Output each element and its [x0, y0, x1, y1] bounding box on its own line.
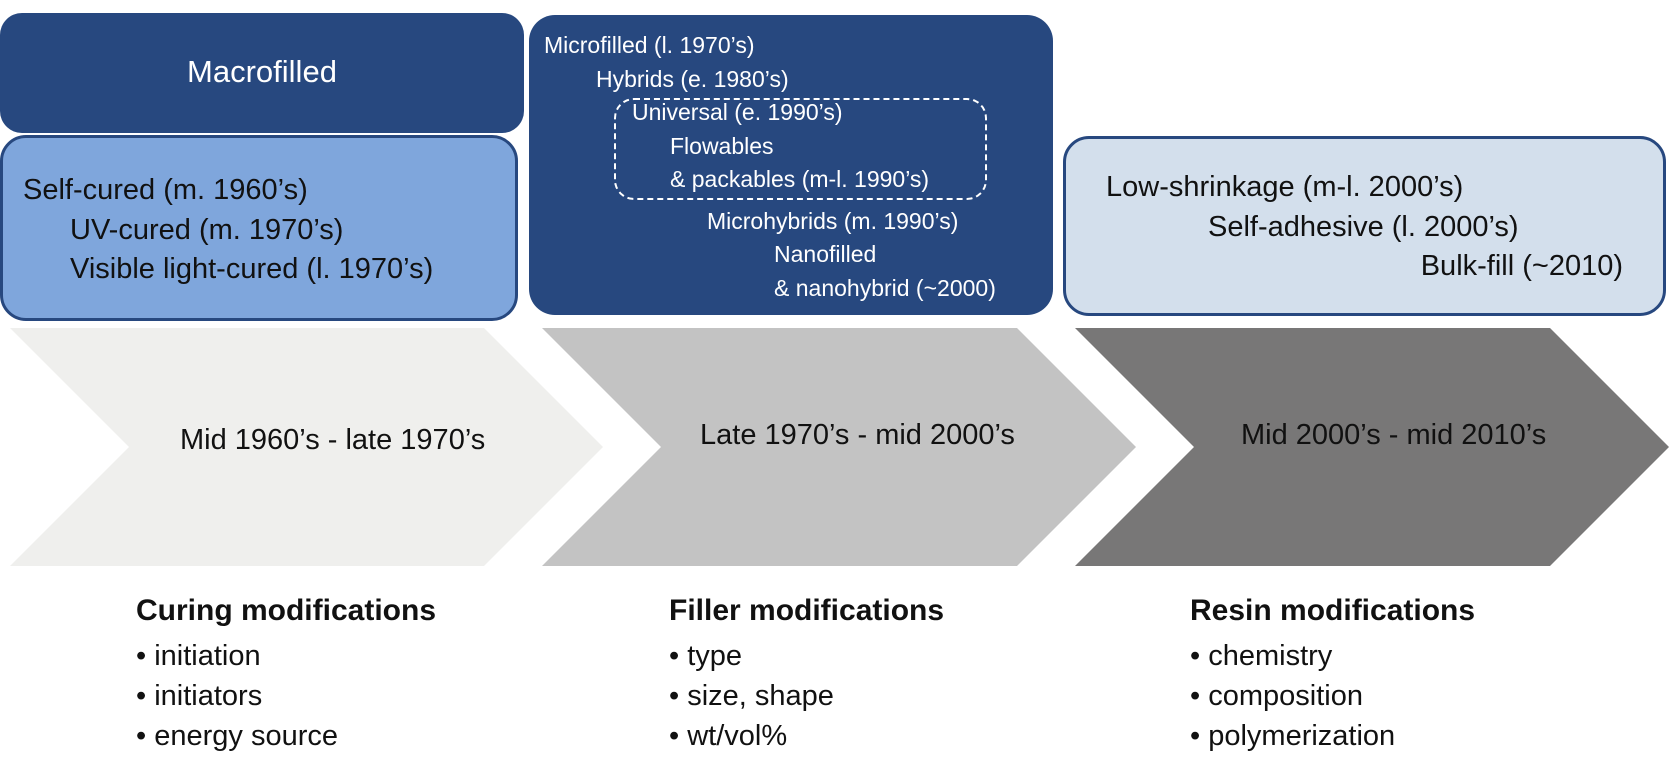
resin-item-self-adhesive: Self-adhesive (l. 2000’s) — [1208, 211, 1519, 243]
filler-item-flowables: Flowables — [670, 133, 774, 159]
resin-types-box: Low-shrinkage (m-l. 2000’s) Self-adhesiv… — [1063, 136, 1666, 316]
filler-item-universal: Universal (e. 1990’s) — [632, 99, 843, 125]
list-item: • composition — [1190, 680, 1363, 712]
resin-modifications: Resin modifications • chemistry • compos… — [1190, 596, 1475, 756]
curing-item-uv-cured: UV-cured (m. 1970’s) — [70, 214, 344, 246]
list-item: • wt/vol% — [669, 720, 788, 752]
list-item: • type — [669, 640, 743, 672]
macrofilled-label: Macrofilled — [187, 54, 337, 89]
list-item: • initiators — [136, 680, 263, 712]
list-item: • initiation — [136, 640, 261, 672]
era-label-3: Mid 2000’s - mid 2010’s — [1241, 419, 1547, 451]
filler-modifications-title: Filler modifications — [669, 594, 945, 627]
filler-item-packables: & packables (m-l. 1990’s) — [670, 166, 930, 192]
era-arrow-2 — [542, 328, 1136, 566]
macrofilled-box: Macrofilled — [0, 13, 524, 133]
universal-group-dashed-outline — [614, 98, 987, 200]
filler-item-microhybrids: Microhybrids (m. 1990’s) — [707, 208, 959, 234]
era-arrow-1 — [10, 328, 603, 566]
era-label-2: Late 1970’s - mid 2000’s — [700, 419, 1015, 451]
curing-item-visible-light-cured: Visible light-cured (l. 1970’s) — [70, 253, 434, 285]
filler-types-box: Microfilled (l. 1970’s) Hybrids (e. 1980… — [529, 15, 1053, 315]
filler-modifications: Filler modifications • type • size, shap… — [669, 596, 944, 756]
curing-modifications: Curing modifications • initiation • init… — [136, 596, 436, 756]
list-item: • polymerization — [1190, 720, 1396, 752]
resin-item-bulk-fill: Bulk-fill (~2010) — [1420, 250, 1623, 282]
filler-item-hybrids: Hybrids (e. 1980’s) — [596, 66, 789, 92]
curing-item-self-cured: Self-cured (m. 1960’s) — [23, 174, 308, 206]
filler-item-nanofilled: Nanofilled — [774, 241, 877, 267]
filler-item-microfilled: Microfilled (l. 1970’s) — [544, 32, 755, 58]
era-label-1: Mid 1960’s - late 1970’s — [180, 424, 486, 456]
filler-item-nanohybrid: & nanohybrid (~2000) — [774, 275, 996, 301]
era-arrow-3 — [1075, 328, 1669, 566]
list-item: • chemistry — [1190, 640, 1333, 672]
resin-item-low-shrinkage: Low-shrinkage (m-l. 2000’s) — [1106, 171, 1464, 203]
resin-modifications-title: Resin modifications — [1190, 594, 1476, 627]
list-item: • size, shape — [669, 680, 834, 712]
list-item: • energy source — [136, 720, 338, 752]
curing-modifications-title: Curing modifications — [136, 594, 436, 627]
curing-methods-box: Self-cured (m. 1960’s) UV-cured (m. 1970… — [0, 135, 518, 321]
